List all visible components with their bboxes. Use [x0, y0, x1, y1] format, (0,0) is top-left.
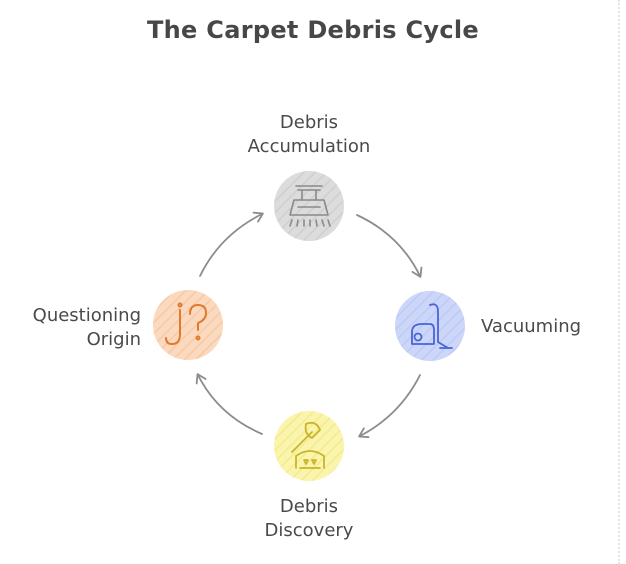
diagram-title: The Carpet Debris Cycle: [147, 16, 479, 44]
page-edge-divider: [618, 0, 620, 564]
label-line: Accumulation: [247, 136, 371, 157]
axe-rubble-icon: [291, 421, 325, 469]
arrow-discovery-to-questioning: [195, 373, 263, 435]
vacuum-cleaner-icon: [411, 303, 453, 349]
label-line: Debris: [279, 112, 339, 133]
node-debris-discovery: [274, 411, 344, 481]
label-debris-discovery: Debris Discovery: [209, 495, 409, 543]
node-questioning-origin: [153, 290, 223, 360]
label-line: Origin: [86, 329, 141, 350]
label-debris-accumulation: Debris Accumulation: [209, 111, 409, 159]
carpet-fringe-icon: [289, 185, 331, 227]
question-hook-icon: [165, 302, 207, 345]
label-line: Discovery: [264, 520, 354, 541]
node-debris-accumulation: [274, 171, 344, 241]
label-questioning-origin: Questioning Origin: [0, 304, 141, 352]
arrow-vacuuming-to-discovery: [358, 374, 421, 439]
label-line: Questioning: [32, 305, 141, 326]
node-vacuuming: [395, 291, 465, 361]
label-line: Debris: [279, 496, 339, 517]
arrow-questioning-to-accumulation: [199, 211, 264, 277]
label-line: Vacuuming: [481, 316, 582, 337]
label-vacuuming: Vacuuming: [481, 315, 611, 339]
arrow-accumulation-to-vacuuming: [356, 214, 423, 278]
